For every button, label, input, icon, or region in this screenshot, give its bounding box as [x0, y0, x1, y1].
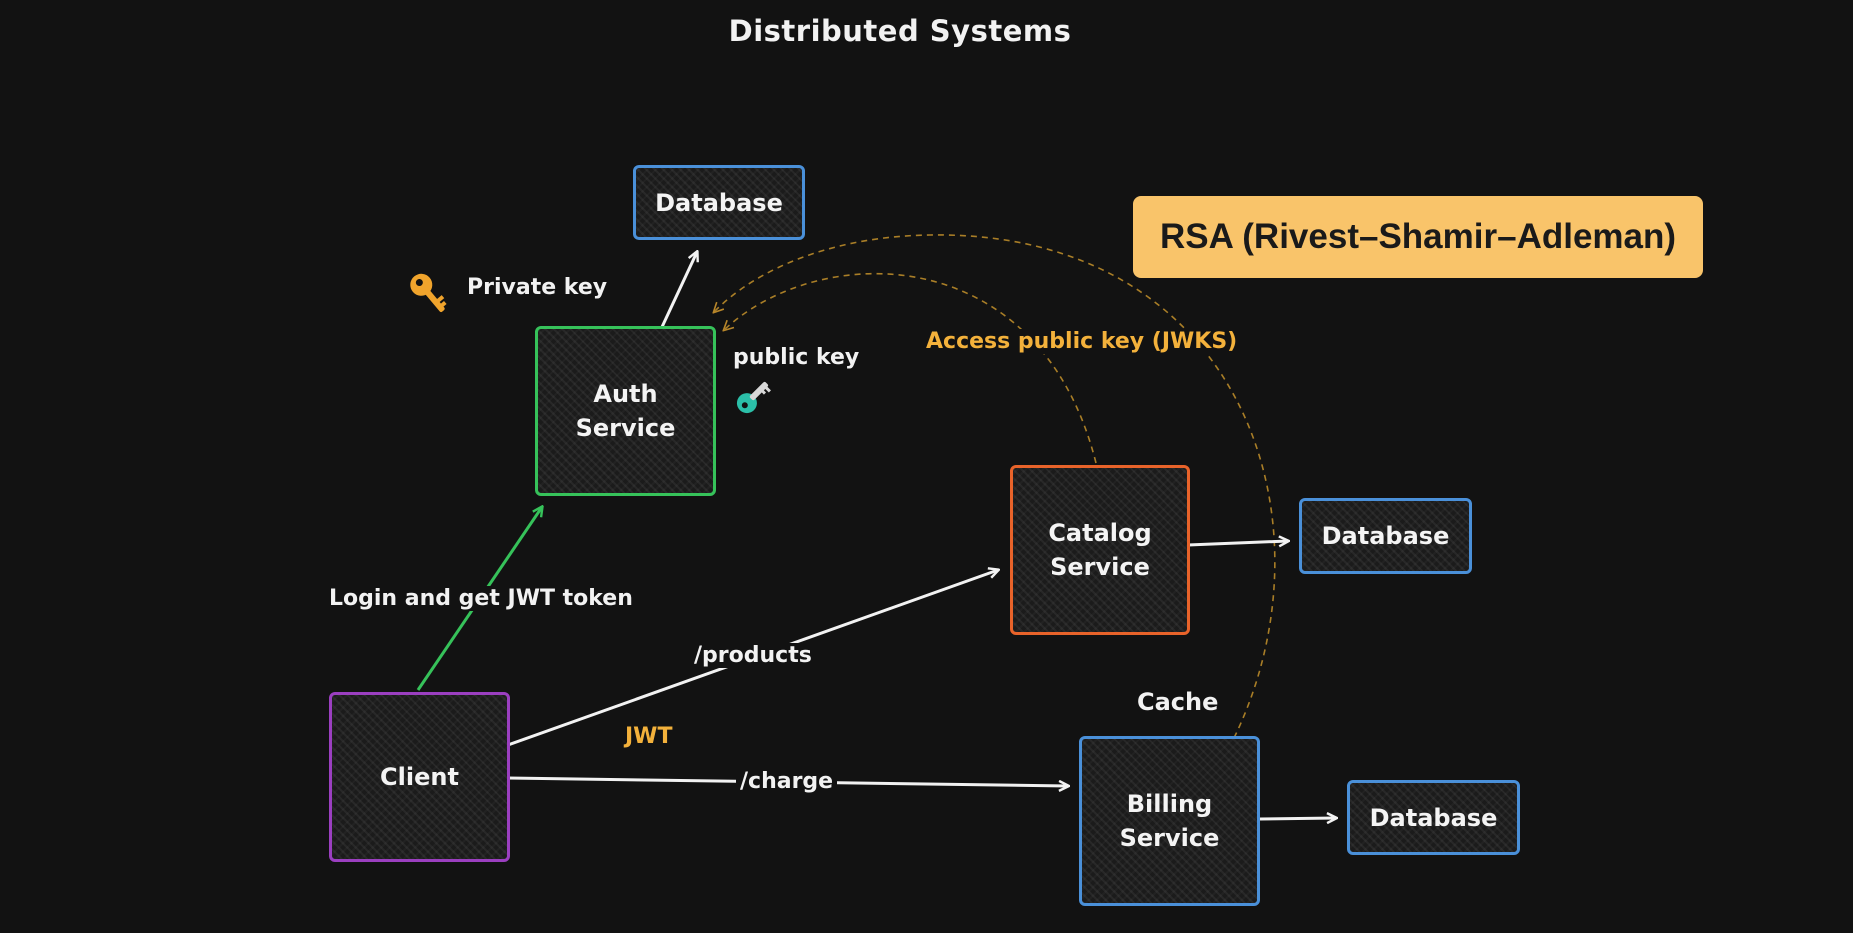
private-key-label: Private key	[467, 275, 608, 300]
products-label: /products	[690, 643, 816, 668]
auth-database-node[interactable]: Database	[633, 165, 805, 240]
charge-label: /charge	[736, 769, 838, 794]
billing-database-node[interactable]: Database	[1347, 780, 1520, 855]
jwks-label: Access public key (JWKS)	[922, 329, 1242, 354]
client-node[interactable]: Client	[329, 692, 510, 862]
login-label: Login and get JWT token	[325, 586, 637, 611]
public-key-label: public key	[733, 345, 860, 370]
node-label: Database	[1321, 522, 1450, 550]
node-label: Catalog Service	[1048, 519, 1152, 581]
jwks-arc-billing	[714, 234, 1276, 739]
arrow-auth-to-database	[660, 252, 697, 328]
jwt-label: JWT	[625, 724, 673, 749]
page-title: Distributed Systems	[728, 14, 1072, 48]
cache-label: Cache	[1137, 688, 1219, 716]
catalog-service-node[interactable]: Catalog Service	[1010, 465, 1190, 635]
node-label: Database	[1369, 803, 1498, 832]
key-icon	[736, 381, 771, 414]
auth-service-node[interactable]: Auth Service	[535, 326, 716, 496]
node-label: Client	[380, 763, 459, 791]
catalog-database-node[interactable]: Database	[1299, 498, 1472, 574]
node-label: Billing Service	[1119, 790, 1220, 852]
key-icon	[410, 273, 447, 312]
node-label: Database	[655, 188, 783, 217]
rsa-banner: RSA (Rivest–Shamir–Adleman)	[1133, 196, 1703, 278]
billing-service-node[interactable]: Billing Service	[1079, 736, 1260, 906]
arrow-billing-to-database	[1259, 818, 1336, 819]
arrow-catalog-to-database	[1187, 541, 1288, 545]
node-label: Auth Service	[575, 380, 676, 442]
jwks-arc-catalog	[724, 272, 1097, 464]
